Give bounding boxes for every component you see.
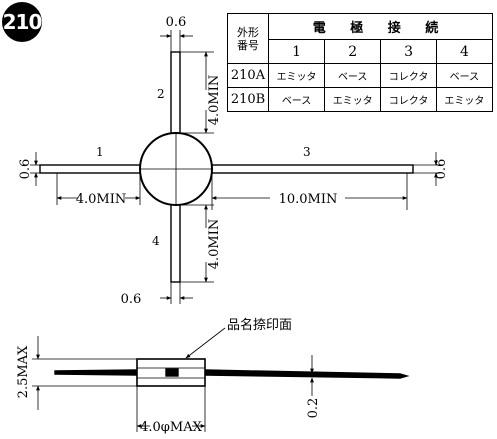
marking-note: 品名捺印面 [227,317,292,333]
dim-side-height: 2.5MAX [16,345,31,398]
row-pin-cell: コレクタ [380,87,437,112]
row-pin-cell: エミッタ [324,87,382,112]
table-header-left: 外形番号 [227,13,269,64]
row-type: 210B [227,87,269,112]
table-row: 210B ベース エミッタ コレクタ エミッタ [227,87,494,112]
side-body [136,358,206,387]
row-pin-cell: ベース [267,87,326,112]
dim-top-width: 0.6 [166,15,187,30]
dim-top-length: 4.0MIN [207,75,222,126]
dim-right-width: 0.6 [434,159,449,180]
pin-connection-table: 外形番号 電 極 接 続 1 2 3 4 210A エミッタ ベース コレクタ … [227,13,494,112]
lead-left [39,164,143,174]
row-pin-cell: ベース [324,63,382,88]
lead-label-3: 3 [303,145,311,159]
pin-number-3: 3 [380,39,437,64]
lead-label-2: 2 [157,87,165,101]
side-lead-right [204,369,410,379]
pin-number-2: 2 [324,39,382,64]
dim-body-diameter: 4.0φMAX [140,420,202,435]
package-number-badge: 210 [2,2,42,42]
lead-label-1: 1 [96,145,104,159]
top-view [30,30,440,304]
lead-bottom [170,196,181,283]
pin-number-4: 4 [435,39,494,64]
dim-right-length: 10.0MIN [279,192,338,207]
table-row: 210A エミッタ ベース コレクタ ベース [227,63,494,88]
row-pin-cell: エミッタ [435,87,494,112]
dim-bottom-width: 0.6 [121,292,142,307]
dim-lead-thickness: 0.2 [306,398,321,419]
side-view [32,327,410,432]
row-pin-cell: コレクタ [380,63,437,88]
header-left-text: 外形番号 [237,25,259,52]
lead-right [207,164,414,174]
dim-left-width: 0.6 [18,159,33,180]
side-lead-left [54,369,138,376]
dim-left-length: 4.0MIN [76,192,127,207]
dim-bottom-length: 4.0MIN [207,219,222,270]
table-header-main: 電 極 接 続 [268,13,493,40]
lead-label-4: 4 [152,234,160,248]
lead-top [170,51,181,143]
